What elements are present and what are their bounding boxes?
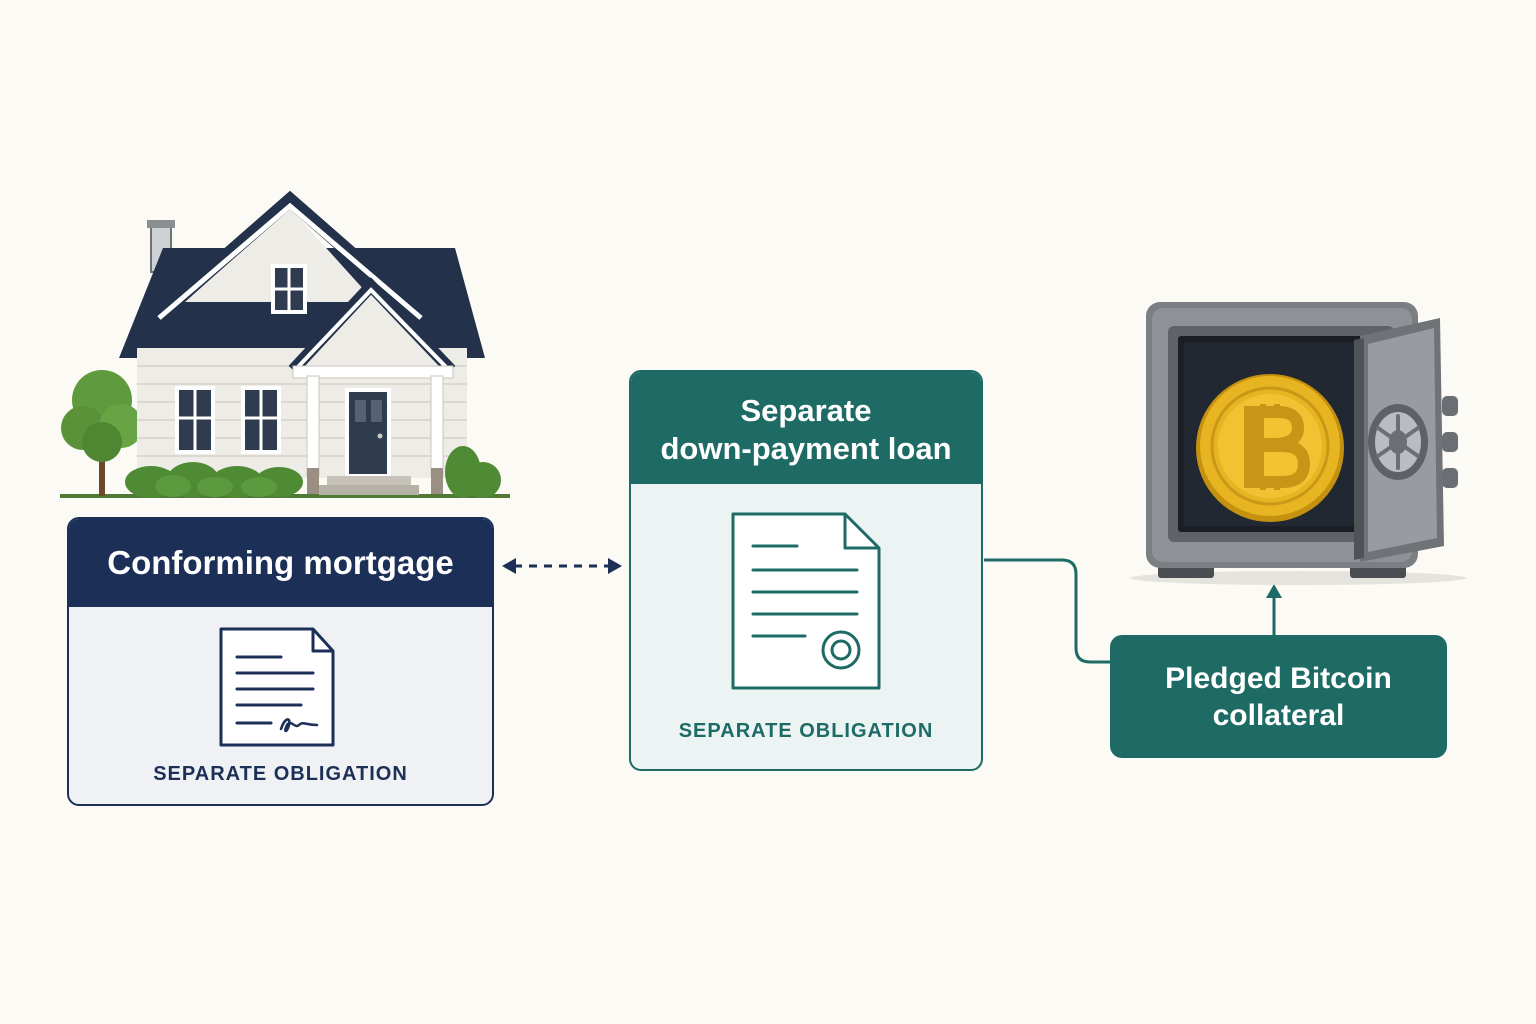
down-payment-loan-card: Separate down-payment loan SEPARATE OBLI…	[629, 370, 983, 771]
down-payment-loan-title: Separate down-payment loan	[631, 372, 981, 484]
conforming-mortgage-card: Conforming mortgage SEPARATE OBLIGATION	[67, 517, 494, 806]
loan-collateral-connector	[984, 558, 1112, 664]
bitcoin-coin-icon	[1196, 374, 1344, 522]
loan-title-line-1: Separate	[740, 393, 872, 428]
double-arrow-connector	[502, 558, 622, 574]
loan-title-line-2: down-payment loan	[660, 431, 952, 466]
pledged-bitcoin-collateral-box: Pledged Bitcoin collateral	[1110, 635, 1447, 758]
conforming-mortgage-title: Conforming mortgage	[69, 519, 492, 607]
collateral-line-1: Pledged Bitcoin	[1165, 661, 1392, 695]
signed-document-icon	[219, 627, 335, 747]
loan-obligation-label: SEPARATE OBLIGATION	[678, 720, 934, 742]
collateral-line-2: collateral	[1212, 698, 1345, 732]
safe-icon	[1130, 302, 1466, 585]
collateral-safe-arrow	[1266, 584, 1282, 636]
sealed-document-icon	[731, 512, 881, 690]
house-icon	[60, 190, 510, 498]
mortgage-obligation-label: SEPARATE OBLIGATION	[153, 763, 408, 785]
